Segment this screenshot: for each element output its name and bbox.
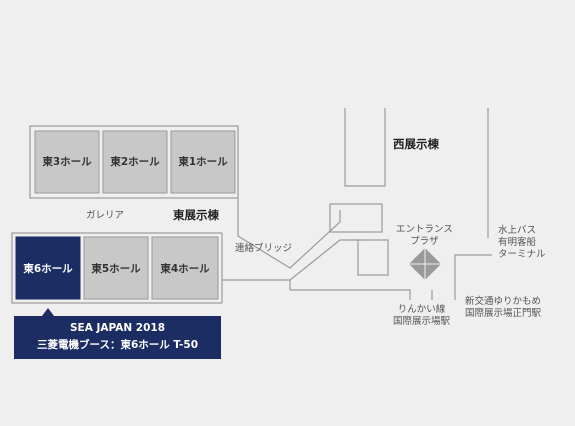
callout-event: SEA JAPAN 2018 bbox=[69, 322, 166, 334]
hall-east2-label: 東2ホール bbox=[110, 155, 160, 168]
upper-hall-block bbox=[29, 125, 239, 199]
hall-east3-label: 東3ホール bbox=[42, 155, 92, 168]
hall-east5-label: 東5ホール bbox=[91, 262, 141, 275]
connecting-bridge-label: 連絡ブリッジ bbox=[235, 243, 293, 254]
west-building-label: 西展示棟 bbox=[393, 137, 439, 151]
hall-east4-label: 東4ホール bbox=[160, 262, 210, 275]
west-building-outline bbox=[344, 108, 386, 187]
hall-east4[interactable]: 東4ホール bbox=[151, 236, 219, 300]
rinkai-station-label: りんかい線 国際展示場駅 bbox=[393, 304, 451, 327]
hall-east1[interactable]: 東1ホール bbox=[170, 130, 236, 194]
callout-pointer bbox=[42, 308, 54, 316]
yurikamome-station-label: 新交通ゆりかもめ 国際展示場正門駅 bbox=[465, 296, 542, 319]
water-bus-label: 水上バス 有明客船 ターミナル bbox=[498, 225, 546, 260]
bridge-road bbox=[237, 198, 341, 269]
booth-callout: SEA JAPAN 2018 三菱電機ブース：東6ホール T-50 bbox=[14, 316, 221, 359]
galleria-label: ガレリア bbox=[86, 210, 125, 221]
hall-east5[interactable]: 東5ホール bbox=[83, 236, 149, 300]
hall-east3[interactable]: 東3ホール bbox=[34, 130, 100, 194]
callout-booth: 三菱電機ブース：東6ホール T-50 bbox=[36, 339, 199, 351]
hall-east6-label: 東6ホール bbox=[23, 262, 73, 275]
hall-east1-label: 東1ホール bbox=[178, 155, 228, 168]
entrance-plaza-icon bbox=[409, 248, 441, 280]
hall-east6[interactable]: 東6ホール bbox=[15, 236, 81, 300]
lower-hall-block bbox=[11, 232, 223, 304]
west-building-block bbox=[329, 203, 383, 233]
east-building-label: 東展示棟 bbox=[173, 208, 219, 222]
hall-east2[interactable]: 東2ホール bbox=[102, 130, 168, 194]
entrance-plaza-label: エントランス プラザ bbox=[396, 224, 453, 247]
